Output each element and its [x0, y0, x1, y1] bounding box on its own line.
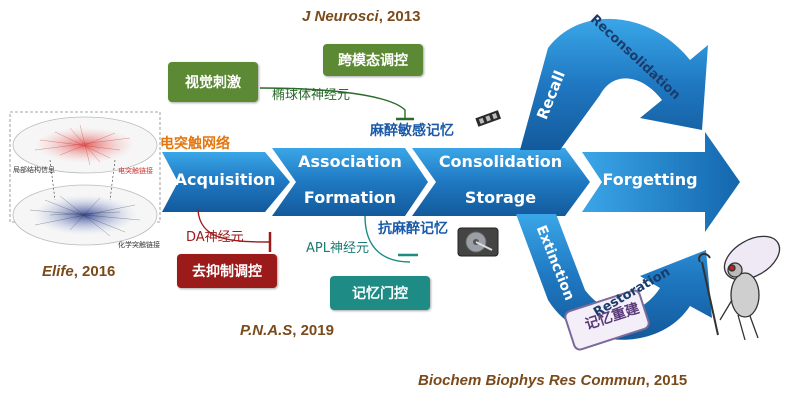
cross-modal-box: 跨模态调控 [323, 44, 423, 76]
citation-pnas: P.N.A.S, 2019 [240, 322, 334, 339]
electrical-link-label: 电突触链接 [118, 167, 153, 175]
storage-label: Storage [464, 188, 537, 207]
hard-drive-icon [457, 227, 499, 257]
extinction-restoration-arrow [516, 214, 712, 340]
visual-stimulus-box: 视觉刺激 [168, 62, 258, 102]
local-structure-label: 局部结构信息 [13, 166, 55, 174]
formation-label: Formation [303, 188, 397, 207]
synapse-network-label: 电突触网络 [160, 136, 230, 152]
acquisition-arrow [162, 152, 290, 212]
citation-elife: Elife, 2016 [42, 263, 116, 280]
consolidation-arrow [412, 148, 590, 216]
recall-reconsolidation-arrow [520, 18, 708, 151]
da-neuron-label: DA神经元 [186, 230, 244, 245]
fly-figure-icon [698, 235, 781, 341]
forgetting-label: Forgetting [602, 170, 698, 189]
network-figure [9, 111, 161, 246]
anesthesia-sensitive-label: 麻醉敏感记忆 [370, 123, 454, 139]
association-arrow [272, 148, 428, 216]
anesthesia-resistant-label: 抗麻醉记忆 [378, 221, 448, 237]
memory-rebuild-frame [564, 289, 650, 351]
disinhibition-box: 去抑制调控 [177, 254, 277, 288]
association-label: Association [298, 152, 402, 171]
memory-gate-box: 记忆门控 [330, 276, 430, 310]
consolidation-label: Consolidation [438, 152, 563, 171]
da-connector [197, 209, 271, 243]
visual-connector [259, 87, 406, 118]
apl-connector [364, 215, 411, 263]
forgetting-arrow [582, 132, 740, 232]
chemical-link-label: 化学突触链接 [118, 241, 160, 249]
apl-neuron-label: APL神经元 [306, 241, 369, 256]
citation-jneurosci: J Neurosci, 2013 [302, 8, 421, 25]
citation-bbrc: Biochem Biophys Res Commun, 2015 [418, 372, 688, 389]
acquisition-label: Acquisition [174, 170, 276, 189]
memory-chip-icon [475, 110, 501, 127]
ellipsoid-neuron-label: 椭球体神经元 [272, 88, 351, 103]
